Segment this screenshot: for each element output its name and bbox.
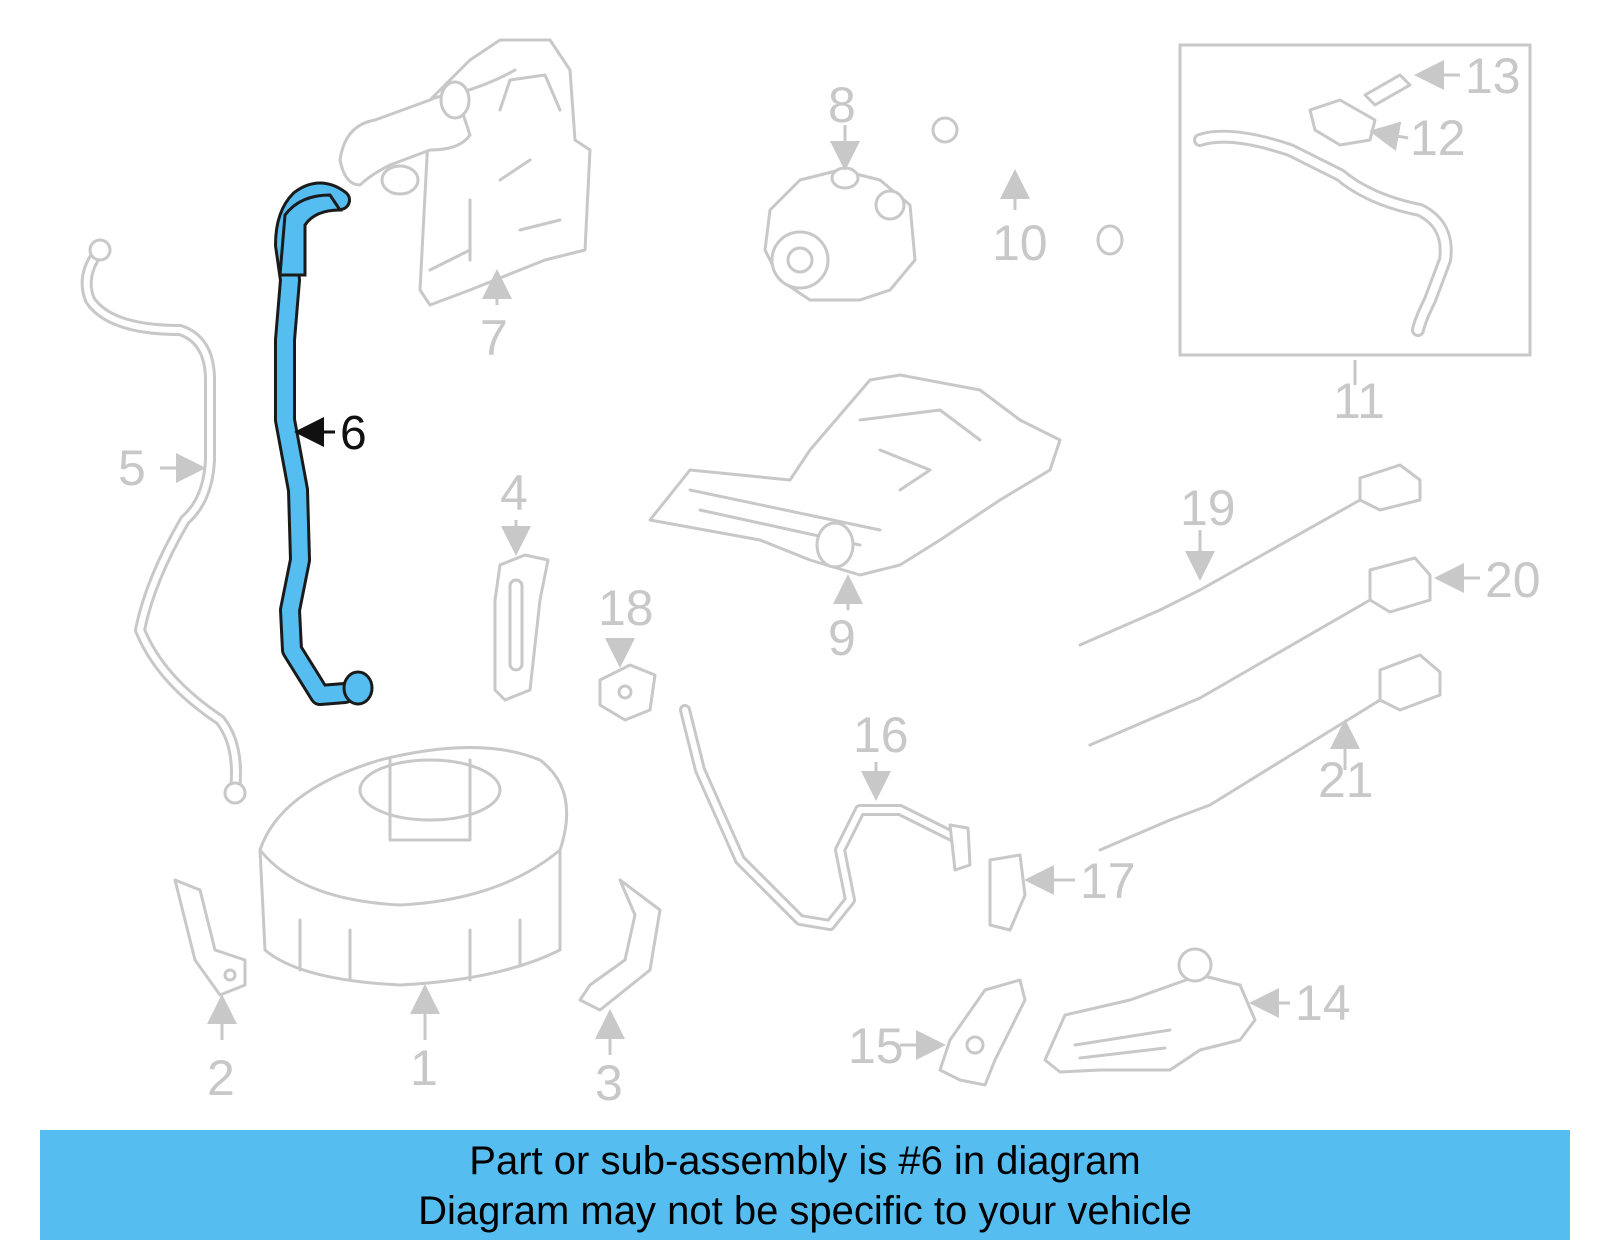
callout-21: 21 — [1318, 752, 1374, 808]
callout-3: 3 — [595, 1055, 623, 1111]
part-17-clip — [988, 853, 1027, 932]
banner-line-1: Part or sub-assembly is #6 in diagram — [469, 1139, 1141, 1183]
callout-18: 18 — [598, 580, 654, 636]
callout-6-highlighted: 6 — [340, 407, 367, 460]
callout-9: 9 — [828, 610, 856, 666]
callout-7: 7 — [480, 310, 508, 366]
callout-20: 20 — [1485, 552, 1541, 608]
callout-12: 12 — [1410, 110, 1466, 166]
callout-16: 16 — [853, 707, 909, 763]
callout-13: 13 — [1465, 48, 1521, 104]
part-18-bracket — [598, 663, 657, 722]
callout-19: 19 — [1180, 480, 1236, 536]
part-11-hose-assembly — [1178, 43, 1532, 357]
part-5-line — [80, 238, 247, 805]
callout-5: 5 — [118, 440, 146, 496]
part-10-pipe — [931, 110, 1124, 256]
callout-17: 17 — [1080, 853, 1136, 909]
part-6-hose-highlighted — [274, 181, 374, 706]
part-1-housing — [258, 746, 569, 987]
part-2-bracket — [173, 878, 247, 997]
callout-14: 14 — [1295, 975, 1351, 1031]
part-19-sensor — [1078, 463, 1422, 647]
callout-2: 2 — [207, 1050, 235, 1106]
part-7-bracket — [338, 38, 592, 307]
callout-8: 8 — [828, 77, 856, 133]
part-14-pump — [1043, 947, 1257, 1074]
info-banner: Part or sub-assembly is #6 in diagram Di… — [40, 1130, 1570, 1240]
part-4-bracket — [493, 553, 550, 702]
banner-line-2: Diagram may not be specific to your vehi… — [418, 1189, 1192, 1233]
part-9-engine-cover — [648, 373, 1062, 577]
part-16-tube — [679, 704, 972, 931]
parts-diagram: 7 8 10 13 12 11 5 — [80, 38, 1541, 1111]
callout-11: 11 — [1333, 373, 1385, 429]
callout-15: 15 — [848, 1018, 904, 1074]
part-21-sensor — [1098, 653, 1442, 852]
part-20-sensor — [1088, 556, 1432, 747]
part-15-gasket — [938, 978, 1027, 1087]
callout-1: 1 — [410, 1040, 438, 1096]
part-8-pump — [763, 166, 917, 302]
callout-4: 4 — [500, 465, 528, 521]
callout-10: 10 — [992, 215, 1048, 271]
part-3-bracket — [578, 878, 662, 1012]
